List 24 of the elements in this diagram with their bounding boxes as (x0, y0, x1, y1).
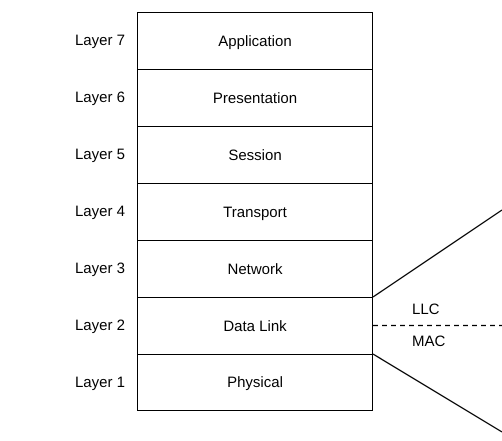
layer-name: Physical (227, 374, 283, 391)
layer-name: Transport (223, 204, 287, 221)
layer-box (137, 354, 373, 411)
layer-box (137, 240, 373, 298)
layer-number: Layer 1 (74, 374, 125, 390)
dashed-line (373, 324, 502, 326)
layer-name: Session (228, 146, 282, 164)
layer-number: Layer 4 (74, 202, 125, 220)
layer-box (137, 297, 373, 356)
connector-line (372, 209, 502, 298)
layer-number: Layer 2 (74, 316, 125, 334)
connector-line (372, 353, 502, 433)
layer-name: Application (218, 32, 292, 50)
layer-number: Layer 5 (74, 146, 125, 162)
layer-box (137, 69, 373, 128)
layer-name: Data Link (223, 318, 287, 335)
layer-number: Layer 6 (74, 88, 125, 106)
layer-box (137, 126, 373, 184)
layer-name: Network (227, 260, 282, 278)
layer-number: Layer 3 (74, 260, 125, 276)
layer-box (137, 183, 373, 242)
layer-number: Layer 7 (74, 32, 125, 48)
layer-box (137, 12, 373, 70)
layer-name: Presentation (212, 90, 298, 107)
